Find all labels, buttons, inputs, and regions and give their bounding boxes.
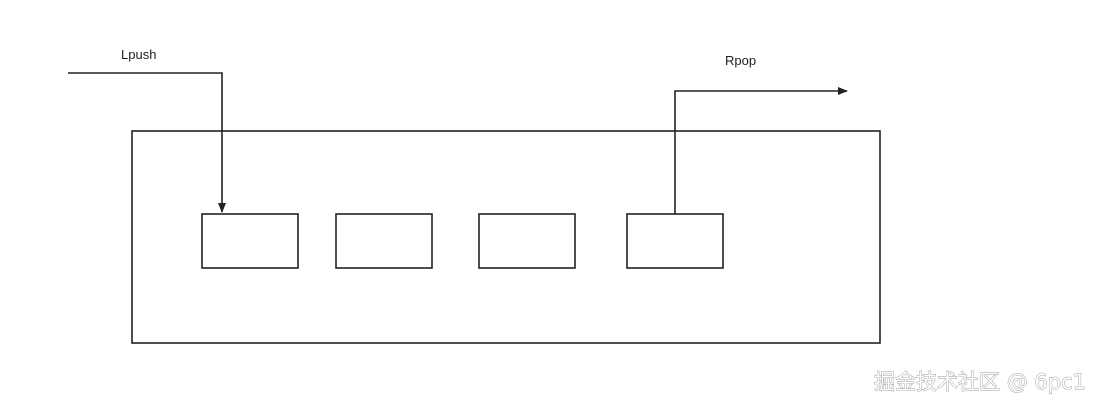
lpush-label: Lpush xyxy=(121,47,156,62)
list-element-4 xyxy=(626,213,724,269)
watermark: 掘金技术社区 @ 6pc1 xyxy=(874,370,1086,394)
list-element-2 xyxy=(335,213,433,269)
lpush-arrow xyxy=(68,72,226,213)
rpop-arrow xyxy=(674,87,848,214)
list-element-3 xyxy=(478,213,576,269)
rpop-label: Rpop xyxy=(725,53,756,68)
list-element-1 xyxy=(201,213,299,269)
list-container xyxy=(131,130,881,344)
